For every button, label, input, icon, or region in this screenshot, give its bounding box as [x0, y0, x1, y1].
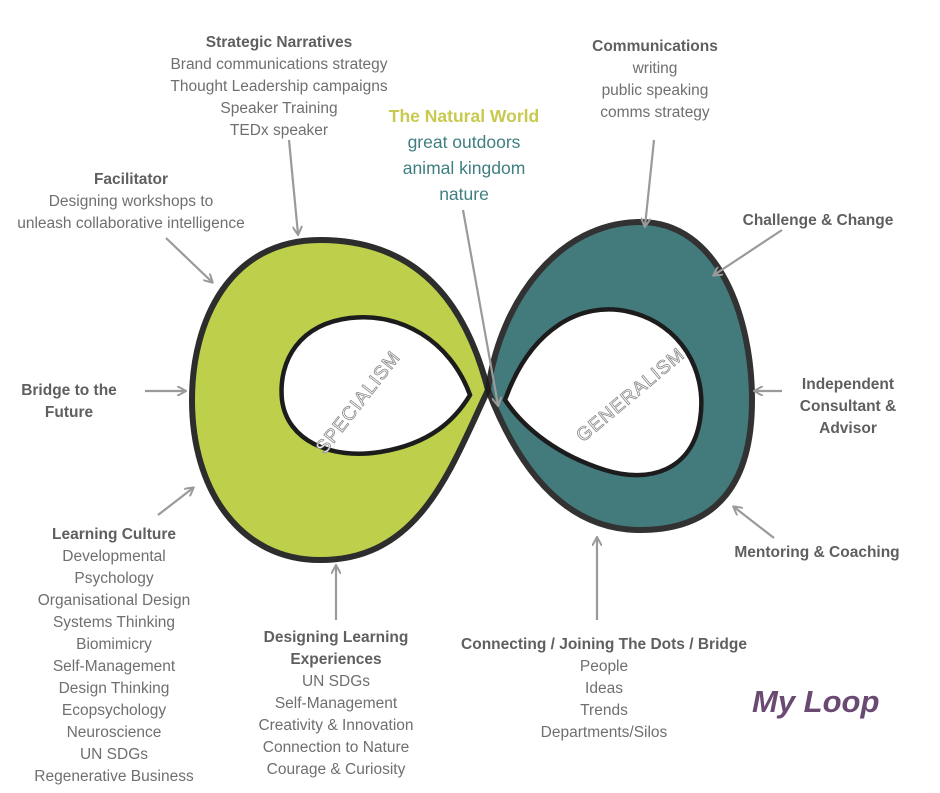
strategic-item: Thought Leadership campaigns	[170, 78, 388, 95]
facilitator-item: Designing workshops to	[48, 193, 214, 210]
natural-world-item: animal kingdom	[402, 158, 526, 178]
arrow-learning-culture	[157, 488, 193, 516]
strategic-item: Brand communications strategy	[170, 56, 388, 73]
my-loop-title: My Loop	[752, 684, 880, 719]
natural-world-item: great outdoors	[407, 132, 521, 152]
connecting-item: Trends	[580, 702, 628, 719]
designing-learning-heading: Designing Learning	[263, 629, 409, 646]
mentoring-heading: Mentoring & Coaching	[734, 544, 900, 561]
connecting-item: Ideas	[585, 680, 623, 697]
mentoring-coaching-label: Mentoring & Coaching	[728, 542, 906, 564]
designing-learning-item: Self-Management	[274, 695, 398, 712]
learning-culture-item: Neuroscience	[66, 724, 162, 741]
designing-learning-item: Creativity & Innovation	[258, 717, 414, 734]
communications-item: public speaking	[601, 82, 709, 99]
natural-world-label: The Natural World great outdoors animal …	[370, 103, 558, 207]
learning-culture-label: Learning Culture Developmental Psycholog…	[22, 524, 206, 788]
learning-culture-item: Self-Management	[52, 658, 176, 675]
facilitator-heading: Facilitator	[93, 171, 169, 188]
communications-item: writing	[632, 60, 678, 77]
bridge-future-label: Bridge to the Future	[14, 380, 124, 424]
strategic-narratives-heading: Strategic Narratives	[205, 34, 353, 51]
communications-item: comms strategy	[600, 104, 710, 121]
connecting-label: Connecting / Joining The Dots / Bridge P…	[448, 634, 760, 744]
bridge-future-heading: Bridge to the	[21, 382, 117, 399]
learning-culture-item: Design Thinking	[58, 680, 170, 697]
arrow-communications	[645, 139, 656, 226]
independent-heading: Advisor	[819, 420, 877, 437]
communications-label: Communications writing public speaking c…	[570, 36, 740, 124]
generalism-loop-hole	[502, 307, 704, 478]
arrow-facilitator	[165, 237, 212, 282]
connecting-item: Departments/Silos	[540, 724, 668, 741]
challenge-change-label: Challenge & Change	[736, 210, 900, 232]
specialism-loop-hole	[279, 314, 473, 456]
challenge-change-heading: Challenge & Change	[742, 212, 894, 229]
learning-culture-item: Biomimicry	[76, 636, 152, 653]
learning-culture-item: Organisational Design	[37, 592, 191, 609]
designing-learning-heading: Experiences	[290, 651, 382, 668]
bridge-future-heading: Future	[44, 404, 94, 421]
facilitator-label: Facilitator Designing workshops to unlea…	[8, 169, 254, 235]
learning-culture-item: UN SDGs	[79, 746, 149, 763]
arrow-mentoring	[734, 507, 775, 539]
natural-world-item: nature	[439, 184, 489, 204]
independent-heading: Independent	[801, 376, 895, 393]
learning-culture-item: Psychology	[74, 570, 154, 587]
connecting-item: People	[579, 658, 629, 675]
learning-culture-heading: Learning Culture	[51, 526, 176, 543]
facilitator-item: unleash collaborative intelligence	[17, 215, 245, 232]
designing-learning-item: UN SDGs	[301, 673, 371, 690]
strategic-narratives-label: Strategic Narratives Brand communication…	[155, 32, 403, 142]
learning-culture-item: Systems Thinking	[52, 614, 176, 631]
communications-heading: Communications	[592, 38, 718, 55]
arrow-challenge	[714, 229, 783, 275]
independent-heading: Consultant &	[799, 398, 897, 415]
designing-learning-item: Courage & Curiosity	[266, 761, 406, 778]
strategic-item: TEDx speaker	[229, 122, 329, 139]
learning-culture-item: Regenerative Business	[34, 768, 194, 785]
designing-learning-label: Designing Learning Experiences UN SDGs S…	[246, 627, 426, 781]
designing-learning-item: Connection to Nature	[262, 739, 410, 756]
independent-consultant-label: Independent Consultant & Advisor	[790, 374, 906, 440]
learning-culture-item: Ecopsychology	[61, 702, 167, 719]
arrow-strategic	[287, 139, 298, 234]
arrow-natural-world	[461, 209, 498, 405]
natural-world-heading: The Natural World	[388, 106, 540, 126]
strategic-item: Speaker Training	[220, 100, 338, 117]
learning-culture-item: Developmental	[62, 548, 166, 565]
connecting-heading: Connecting / Joining The Dots / Bridge	[461, 636, 747, 653]
